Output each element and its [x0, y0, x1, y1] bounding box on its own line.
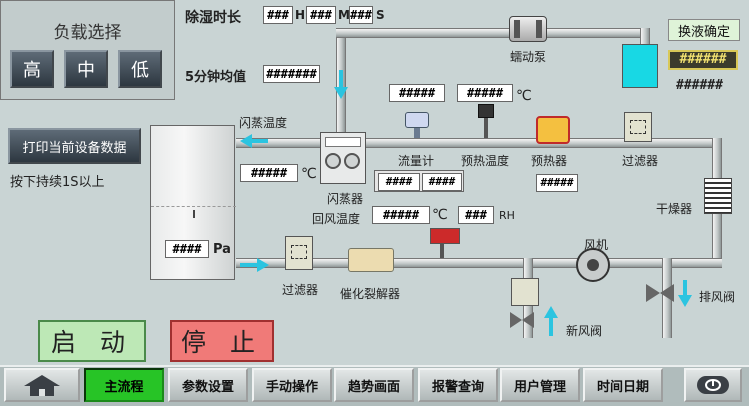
flow-arrow-right-icon: [257, 258, 269, 272]
catalytic-label: 催化裂解器: [340, 287, 401, 301]
fresh-valve-icon: [510, 312, 522, 328]
print-hint: 按下持续1S以上: [10, 175, 105, 190]
evaporator-icon: [320, 132, 366, 184]
power-icon: [697, 376, 729, 394]
filter-top-label: 过滤器: [622, 154, 659, 168]
filter-bottom-label: 过滤器: [282, 283, 319, 297]
pump-icon: [509, 16, 547, 42]
tank-pressure-value: ####: [165, 240, 209, 258]
dryer-label: 干燥器: [656, 202, 693, 216]
liquid-change-button[interactable]: 换液确定: [668, 19, 740, 41]
pipe-top: [336, 28, 511, 38]
liquid-change-value: ######: [668, 50, 738, 70]
fan-label: 风机: [584, 238, 609, 252]
evap-temp-unit: ℃: [301, 166, 317, 182]
temp-sensor-stem: [484, 118, 488, 138]
tab-trend[interactable]: 趋势画面: [334, 368, 414, 402]
flowmeter-label: 流量计: [398, 154, 435, 168]
flow-arrow-right-shaft: [240, 263, 258, 267]
exhaust-valve-icon: [646, 284, 660, 302]
flowmeter-icon: [405, 112, 429, 128]
flow-arrow-left-icon: [240, 134, 252, 148]
load-low-button[interactable]: 低: [118, 50, 162, 88]
liquid-tank-icon: [622, 44, 658, 88]
dehumid-hours-value: ###: [263, 6, 293, 24]
tab-users[interactable]: 用户管理: [500, 368, 580, 402]
evap-temp-value: #####: [240, 164, 298, 182]
stop-button[interactable]: 停 止: [170, 320, 274, 362]
preheater-icon: [536, 116, 570, 144]
tab-parameters[interactable]: 参数设置: [168, 368, 248, 402]
seconds-unit: S: [376, 8, 385, 22]
return-rh-value: ###: [458, 206, 494, 224]
filter-top-icon: [624, 112, 652, 142]
home-icon: [24, 375, 60, 396]
return-temp-value: #####: [372, 206, 430, 224]
dehumid-seconds-value: ###: [349, 6, 373, 24]
pump-label: 蠕动泵: [510, 50, 547, 64]
load-medium-button[interactable]: 中: [64, 50, 108, 88]
start-button[interactable]: 启 动: [38, 320, 146, 362]
preheater-label: 预热器: [531, 154, 568, 168]
preheater-value: #####: [536, 174, 578, 192]
filter-bottom-icon: [285, 236, 313, 270]
return-temp-unit: ℃: [432, 207, 448, 223]
home-button[interactable]: [4, 368, 80, 402]
fresh-air-arrow-up-icon: [544, 306, 558, 318]
pipe-main-upper: [236, 138, 714, 148]
power-button[interactable]: [684, 368, 742, 402]
pipe-main-lower: [236, 258, 722, 268]
exhaust-valve-icon-right: [660, 284, 674, 302]
tab-datetime[interactable]: 时间日期: [583, 368, 663, 402]
minutes-unit: M: [338, 8, 350, 22]
tab-main-flow[interactable]: 主流程: [84, 368, 164, 402]
hours-unit: H: [295, 8, 306, 22]
dryer-coil-icon: [704, 178, 732, 214]
fresh-air-arrow-shaft: [549, 318, 553, 336]
fan-icon: [576, 248, 610, 282]
preheat-temp-label: 预热温度: [461, 154, 510, 168]
flow-arrow-down-icon: [334, 87, 348, 99]
exhaust-valve-label: 排风阀: [699, 290, 736, 304]
tab-alarm[interactable]: 报警查询: [418, 368, 498, 402]
flowmeter-stem: [414, 128, 420, 138]
pipe-top-right: [545, 28, 645, 38]
humidity-sensor-icon: [430, 228, 460, 244]
flow-cell-1: ####: [378, 173, 420, 191]
return-air-label: 回风温度: [312, 212, 361, 226]
dehumid-minutes-value: ###: [306, 6, 336, 24]
fresh-valve-label: 新风阀: [566, 324, 603, 338]
fresh-valve-icon-right: [522, 312, 534, 328]
preheat-temp-value: #####: [457, 84, 513, 102]
evap-temp-label: 闪蒸温度: [239, 116, 288, 130]
avg5-label: 5分钟均值: [185, 70, 247, 85]
load-select-title: 负载选择: [53, 23, 122, 43]
humidity-sensor-stem: [440, 244, 444, 258]
rh-unit: RH: [499, 209, 515, 222]
flow-arrow-left-shaft: [252, 139, 268, 143]
exhaust-arrow-shaft: [683, 280, 687, 296]
flow-cell-2: ####: [422, 173, 462, 191]
preheat-temp-unit: ℃: [516, 88, 532, 104]
print-data-button[interactable]: 打印当前设备数据: [8, 128, 141, 164]
liquid-change-value2: ######: [676, 78, 723, 93]
flow-arrow-down-shaft: [339, 70, 343, 88]
load-high-button[interactable]: 高: [10, 50, 54, 88]
catalytic-icon: [348, 248, 394, 272]
dehumid-time-label: 除湿时长: [185, 10, 241, 26]
exhaust-arrow-down-icon: [678, 295, 692, 307]
pressure-unit: Pa: [213, 242, 231, 257]
fresh-air-filter-icon: [511, 278, 539, 306]
flow-value: #####: [389, 84, 445, 102]
tab-manual[interactable]: 手动操作: [252, 368, 332, 402]
evaporator-label: 闪蒸器: [327, 192, 364, 206]
avg5-value: #######: [263, 65, 320, 83]
pipe-tank-drop: [640, 28, 650, 46]
temp-sensor-icon: [478, 104, 494, 118]
